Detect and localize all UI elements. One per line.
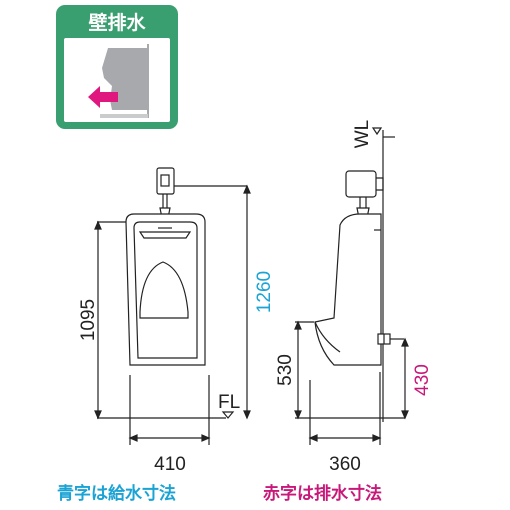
front-view xyxy=(94,167,251,445)
flush-valve-front xyxy=(156,167,175,195)
front-height-value: 1095 xyxy=(78,299,99,341)
urinal-spreader xyxy=(138,231,192,239)
wl-marker-icon xyxy=(371,127,383,136)
flush-valve-side xyxy=(345,170,377,198)
urinal-side-body xyxy=(314,213,382,366)
supply-legend: 青字は給水寸法 xyxy=(57,483,176,504)
drain-legend: 赤字は排水寸法 xyxy=(263,483,382,504)
badge-title: 壁排水 xyxy=(88,11,146,34)
urinal-front-body xyxy=(125,213,206,366)
fl-marker-icon xyxy=(221,411,235,419)
side-view xyxy=(294,127,409,445)
side-height-value: 530 xyxy=(275,354,296,386)
side-depth-value: 360 xyxy=(329,454,361,475)
urinal-bowl-front xyxy=(139,261,189,319)
supply-height-value: 1260 xyxy=(254,271,275,313)
flush-valve-sensor xyxy=(160,174,170,187)
front-width-value: 410 xyxy=(154,454,186,475)
drain-arrow-icon xyxy=(88,86,118,108)
wall-drain-badge: 壁排水 xyxy=(56,5,178,129)
badge-floor xyxy=(100,114,148,118)
fl-label: FL xyxy=(218,392,240,413)
urinal-front-inner xyxy=(133,221,198,359)
drain-height-value: 430 xyxy=(412,364,433,396)
wl-label: WL xyxy=(352,120,373,149)
